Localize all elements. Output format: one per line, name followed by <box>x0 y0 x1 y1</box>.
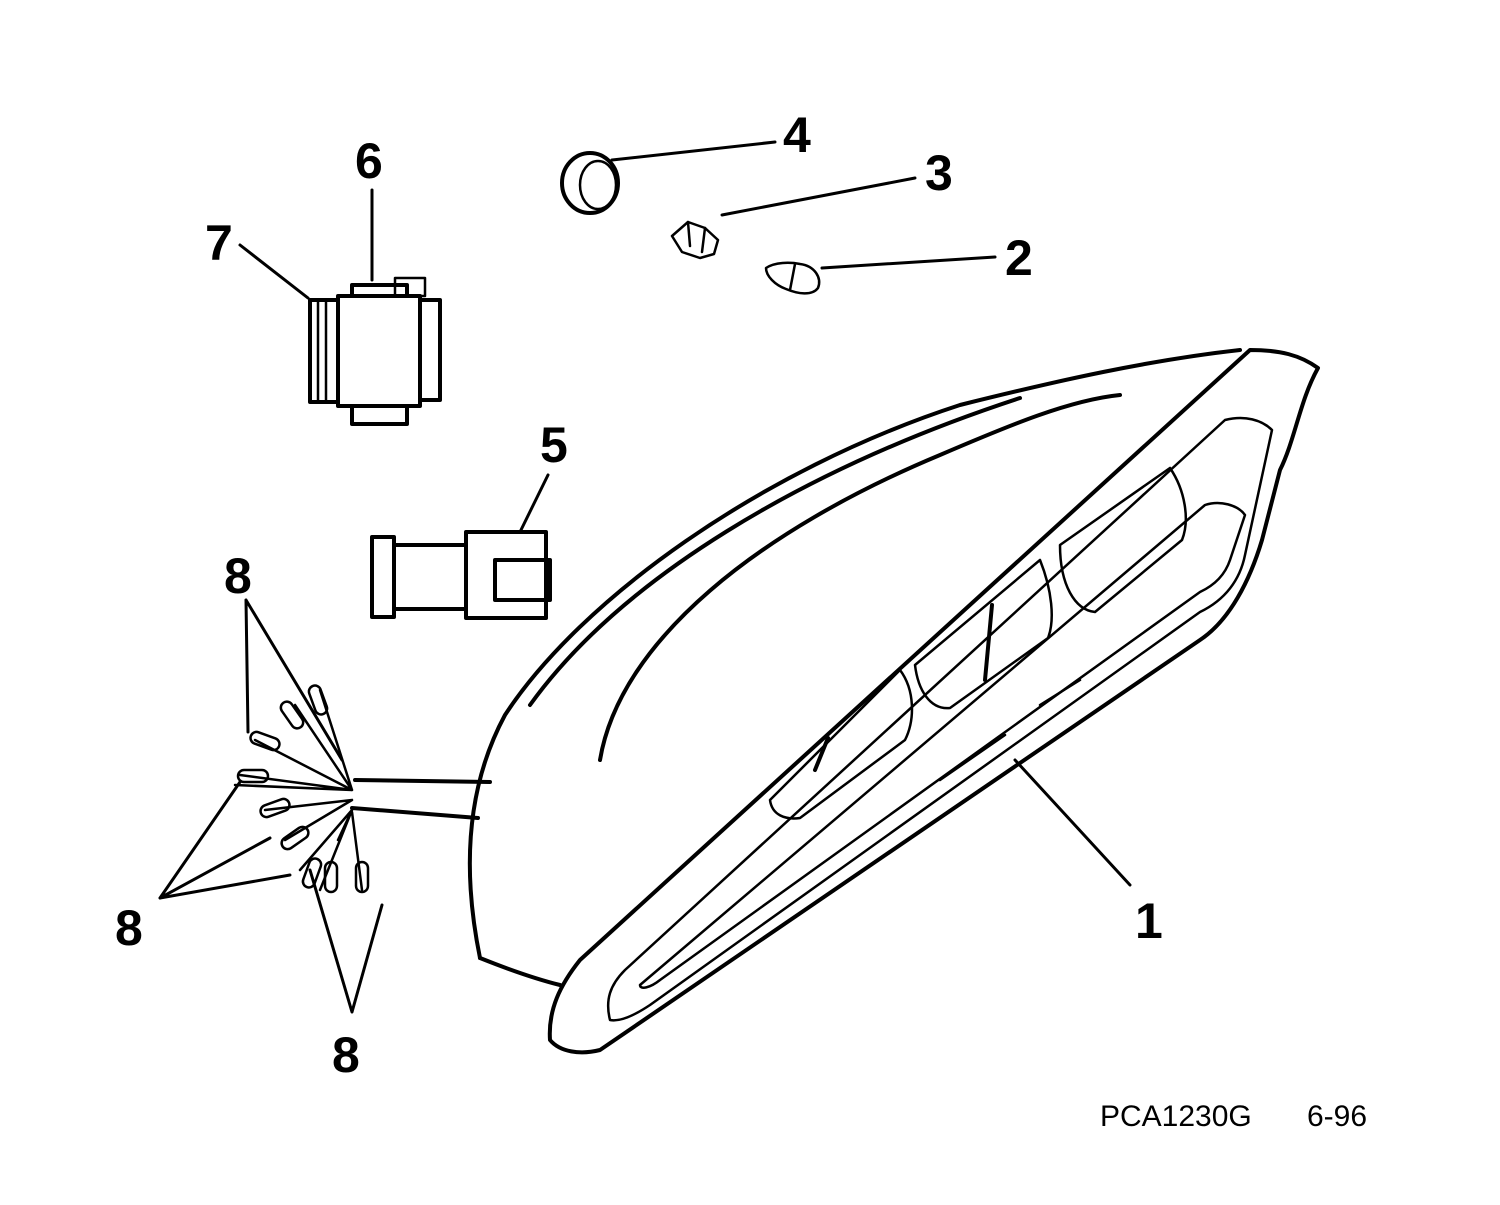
wire-harness <box>233 684 492 894</box>
leader-lines <box>158 140 1132 1014</box>
callout-6: 6 <box>355 133 383 189</box>
callout-7: 7 <box>205 215 233 271</box>
bulb-socket <box>670 220 720 260</box>
callout-8-left: 8 <box>115 900 143 956</box>
callout-2: 2 <box>1005 230 1033 286</box>
callout-8-bottom: 8 <box>332 1027 360 1083</box>
bulb <box>764 261 821 295</box>
figure-date: 6-96 <box>1307 1100 1367 1133</box>
callout-8-top: 8 <box>224 548 252 604</box>
callout-5: 5 <box>540 417 568 473</box>
callout-3: 3 <box>925 145 953 201</box>
figure-code: PCA1230G <box>1100 1100 1252 1133</box>
callout-1: 1 <box>1135 893 1163 949</box>
switch <box>308 276 442 426</box>
instrument-panel <box>467 348 1320 1055</box>
connector-plug <box>370 530 552 620</box>
lens-cap <box>560 151 620 215</box>
callout-4: 4 <box>783 107 811 163</box>
